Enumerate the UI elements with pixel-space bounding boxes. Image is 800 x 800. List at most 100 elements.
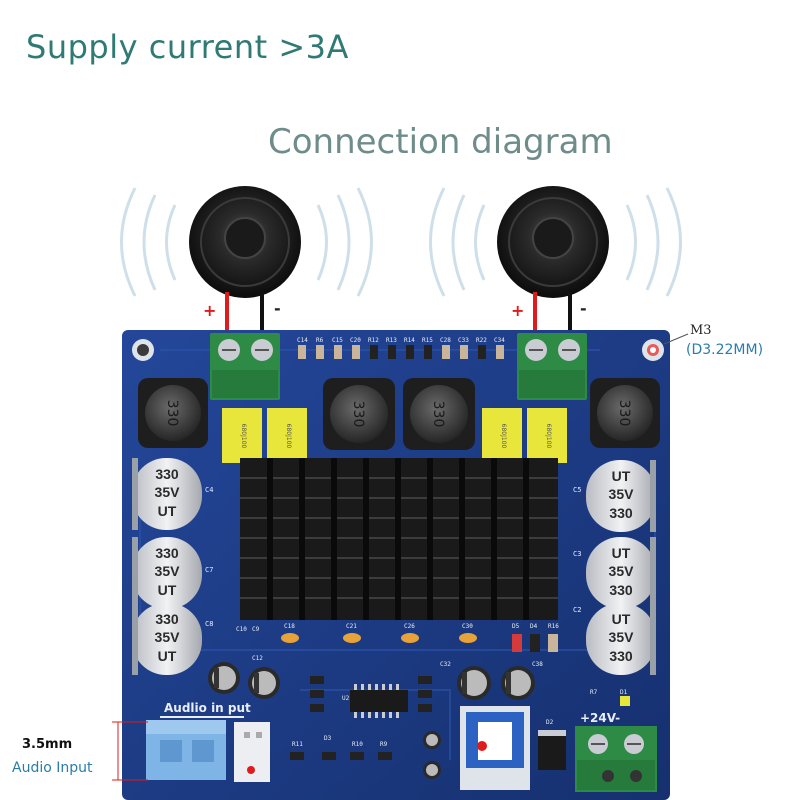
top-smd-components xyxy=(298,345,504,359)
electrolytic-capacitor-right-2: UT 35V 330 xyxy=(586,537,656,609)
svg-text:330: 330 xyxy=(155,466,179,482)
svg-text:C21: C21 xyxy=(346,623,357,630)
svg-text:C9: C9 xyxy=(252,626,260,633)
sound-waves-left-icon xyxy=(120,187,373,297)
speaker-terminal-left xyxy=(210,333,280,400)
mount-hole-left-icon xyxy=(132,339,154,361)
svg-text:C12: C12 xyxy=(252,655,263,662)
small-electrolytic-1 xyxy=(208,662,240,694)
mount-hole-dimension: (D3.22MM) xyxy=(686,342,764,358)
speaker-right-icon xyxy=(497,186,609,298)
svg-text:D2: D2 xyxy=(546,719,554,726)
svg-text:35V: 35V xyxy=(609,629,635,645)
svg-text:D3: D3 xyxy=(324,735,332,742)
label-c28: C28 xyxy=(440,337,451,344)
svg-text:D5: D5 xyxy=(512,623,520,630)
left-plus-sign: + xyxy=(203,301,216,320)
label-r22: R22 xyxy=(476,337,487,344)
mount-hole-label: M3 xyxy=(690,323,712,338)
svg-text:UT: UT xyxy=(612,611,631,627)
inductor-1: 330 xyxy=(138,378,208,448)
svg-text:330: 330 xyxy=(609,582,633,598)
mount-hole-right-icon xyxy=(642,339,664,361)
svg-text:D4: D4 xyxy=(530,623,538,630)
diode-cluster xyxy=(512,634,558,652)
ic-chip xyxy=(350,684,408,718)
left-minus-sign: - xyxy=(274,299,281,318)
svg-text:C5: C5 xyxy=(573,486,581,494)
svg-text:330: 330 xyxy=(350,401,366,428)
svg-text:C10: C10 xyxy=(236,626,247,633)
heatsink xyxy=(240,458,558,620)
small-electrolytic-6 xyxy=(423,761,441,779)
electrolytic-capacitor-right-1: UT 35V 330 xyxy=(586,460,656,532)
electrolytic-capacitor-left-3: 330 35V UT xyxy=(132,603,202,675)
svg-text:330: 330 xyxy=(609,648,633,664)
speaker-left-icon xyxy=(189,186,301,298)
svg-text:UT: UT xyxy=(612,545,631,561)
svg-text:R9: R9 xyxy=(380,741,388,748)
svg-text:680J100: 680J100 xyxy=(240,424,247,449)
audio-in-label: Audlio in put xyxy=(164,701,251,715)
speaker-terminal-right xyxy=(517,333,587,400)
svg-text:330: 330 xyxy=(155,545,179,561)
svg-text:R11: R11 xyxy=(292,741,303,748)
svg-text:35V: 35V xyxy=(609,486,635,502)
svg-text:35V: 35V xyxy=(155,629,181,645)
svg-text:C18: C18 xyxy=(284,623,295,630)
label-c20: C20 xyxy=(350,337,361,344)
svg-text:UT: UT xyxy=(158,648,177,664)
jack-size-label: 3.5mm xyxy=(22,737,73,752)
svg-text:330: 330 xyxy=(164,400,180,427)
label-c33: C33 xyxy=(458,337,469,344)
film-capacitor-4: 680J100 xyxy=(527,408,567,463)
sound-waves-right-icon xyxy=(429,187,682,297)
label-r15: R15 xyxy=(422,337,433,344)
svg-text:680J100: 680J100 xyxy=(545,424,552,449)
small-electrolytic-2 xyxy=(248,667,280,699)
svg-text:35V: 35V xyxy=(155,563,181,579)
label-r13: R13 xyxy=(386,337,397,344)
svg-text:330: 330 xyxy=(616,400,632,427)
svg-text:330: 330 xyxy=(609,505,633,521)
svg-text:UT: UT xyxy=(612,468,631,484)
diode-d2 xyxy=(538,730,566,770)
power-led xyxy=(620,696,630,706)
right-minus-sign: - xyxy=(580,299,587,318)
inductor-4: 330 xyxy=(590,378,660,448)
svg-text:C8: C8 xyxy=(205,620,213,628)
power-terminal xyxy=(575,726,657,792)
small-electrolytic-4 xyxy=(501,666,535,700)
svg-text:35V: 35V xyxy=(609,563,635,579)
svg-text:C38: C38 xyxy=(532,661,543,668)
small-electrolytic-5 xyxy=(423,731,441,749)
svg-text:U2: U2 xyxy=(342,695,350,702)
svg-text:C26: C26 xyxy=(404,623,415,630)
svg-text:C2: C2 xyxy=(573,606,581,614)
svg-text:330: 330 xyxy=(430,401,446,428)
label-r12: R12 xyxy=(368,337,379,344)
potentiometer xyxy=(460,706,530,790)
svg-text:C3: C3 xyxy=(573,550,581,558)
svg-text:C7: C7 xyxy=(205,566,213,574)
svg-text:C30: C30 xyxy=(462,623,473,630)
audio-jack-connector xyxy=(146,720,226,780)
power-label: +24V- xyxy=(580,711,620,725)
header-connector xyxy=(234,722,270,782)
label-r14: R14 xyxy=(404,337,415,344)
svg-text:R16: R16 xyxy=(548,623,559,630)
supply-current-title: Supply current >3A xyxy=(26,28,349,66)
svg-text:C4: C4 xyxy=(205,486,213,494)
label-c15: C15 xyxy=(332,337,343,344)
svg-text:UT: UT xyxy=(158,503,177,519)
svg-text:35V: 35V xyxy=(155,484,181,500)
film-capacitor-3: 680J100 xyxy=(482,408,522,463)
svg-text:R7: R7 xyxy=(590,689,598,696)
label-c14: C14 xyxy=(297,337,308,344)
svg-text:330: 330 xyxy=(155,611,179,627)
small-electrolytic-3 xyxy=(457,666,491,700)
svg-text:680J100: 680J100 xyxy=(285,424,292,449)
right-plus-sign: + xyxy=(511,301,524,320)
svg-text:D1: D1 xyxy=(620,689,628,696)
